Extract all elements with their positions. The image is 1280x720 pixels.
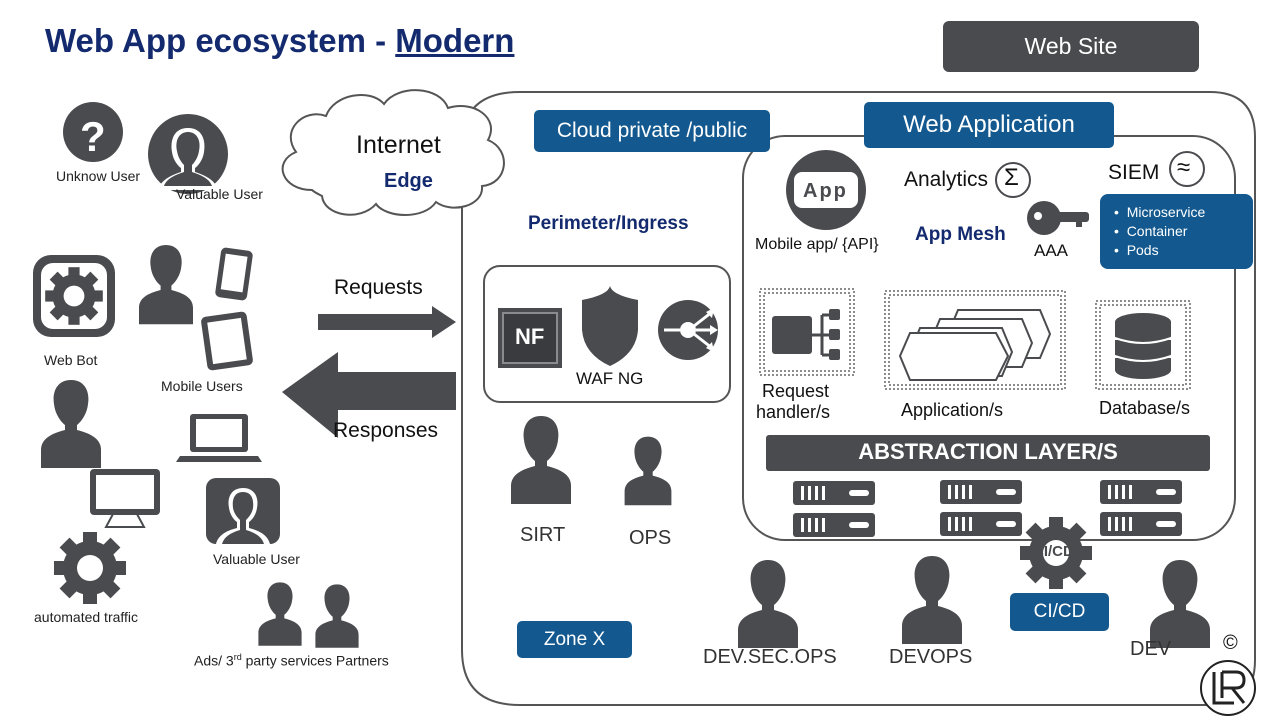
valuable-user-top-icon [148, 114, 228, 194]
monitor-icon [90, 469, 160, 528]
valuable-user-bottom-icon [206, 478, 280, 544]
valuable-user-top-label: Valuable User [176, 186, 263, 202]
copyright-symbol: © [1223, 632, 1238, 654]
server-icon [940, 480, 1022, 504]
app-icon-label: App [803, 180, 848, 202]
zone-x-label: Zone X [517, 621, 632, 658]
sirt-label: SIRT [520, 524, 566, 546]
internet-cloud [281, 89, 505, 216]
tablet-icon [201, 311, 253, 371]
internet-label: Internet [356, 131, 441, 159]
devsecops-label: DEV.SEC.OPS [703, 646, 837, 668]
user-person-icon [41, 380, 101, 468]
router-icon [658, 300, 718, 360]
cloud-private-public-label: Cloud private /public [534, 110, 770, 152]
responses-arrow [282, 352, 456, 438]
ads-superscript: rd [233, 652, 242, 662]
question-mark-glyph: ? [80, 113, 106, 160]
feature-item: • Pods [1114, 242, 1159, 258]
ads-text: Ads/ 3 [194, 652, 234, 669]
feature-pods: Pods [1126, 242, 1159, 258]
databases-label: Database/s [1099, 398, 1191, 418]
applications-label: Application/s [901, 400, 1004, 420]
aaa-label: AAA [1034, 241, 1069, 260]
devops-label: DEVOPS [889, 646, 973, 668]
approx-icon [1169, 151, 1205, 187]
server-icon [793, 481, 875, 505]
feature-container: Container [1126, 223, 1188, 239]
abstraction-layer-label: ABSTRACTION LAYER/S [858, 439, 1118, 464]
mobile-user-person-icon [139, 245, 193, 325]
web-application-label: Web Application [864, 102, 1114, 148]
mobile-users-label: Mobile Users [161, 378, 243, 394]
key-icon [1027, 201, 1089, 235]
app-icon [786, 150, 866, 230]
web-bot-icon [33, 255, 115, 337]
server-icon [940, 512, 1022, 536]
request-handler-label-line2: handler/s [756, 402, 831, 422]
ads-partners-label: Ads/ 3rd party services Partners [194, 652, 389, 669]
partner-person-icon-1 [258, 582, 302, 646]
automated-traffic-label: automated traffic [34, 609, 139, 625]
siem-label: SIEM [1108, 161, 1160, 184]
request-handler-icon [772, 309, 840, 360]
unknown-user-label: Unknow User [56, 168, 141, 184]
feature-item: • Microservice [1114, 204, 1206, 220]
sigma-glyph: Σ [1004, 164, 1019, 191]
sirt-person-icon [511, 416, 571, 504]
page-title: Web App ecosystem - Modern [45, 22, 514, 60]
unknown-user-icon [63, 102, 123, 162]
laptop-icon [176, 414, 262, 462]
mobile-api-label: Mobile app/ {API} [755, 236, 879, 253]
server-icon [1100, 512, 1182, 536]
feature-item: • Container [1114, 223, 1188, 239]
requests-arrow [318, 306, 456, 338]
nf-label: NF [515, 324, 545, 349]
page-title-main: Web App ecosystem - [45, 22, 396, 59]
sigma-icon [995, 162, 1031, 198]
analytics-label: Analytics [904, 168, 989, 191]
edge-label: Edge [384, 170, 433, 192]
perimeter-label: Perimeter/Ingress [528, 213, 689, 234]
abstraction-layer-bar [766, 435, 1210, 471]
automated-gear-icon [54, 532, 126, 604]
request-handler-label-line1: Request [762, 381, 830, 401]
responses-label: Responses [333, 419, 439, 442]
dev-label: DEV [1130, 638, 1172, 660]
server-icon [793, 513, 875, 537]
website-button[interactable]: Web Site [943, 21, 1199, 72]
app-mesh-label: App Mesh [915, 224, 1006, 245]
cicd-box-label: CI/CD [1010, 593, 1109, 631]
server-icon [1100, 480, 1182, 504]
ads-text-rest: party services Partners [241, 652, 389, 669]
ops-label: OPS [629, 527, 672, 549]
phone-icon [215, 247, 253, 301]
valuable-user-bottom-label: Valuable User [213, 551, 300, 567]
devops-person-icon [902, 556, 962, 644]
applications-icon [898, 309, 1052, 381]
devsecops-person-icon [738, 560, 798, 648]
ops-person-icon [624, 436, 672, 506]
database-icon [1115, 313, 1171, 379]
web-bot-label: Web Bot [44, 352, 98, 368]
dev-person-icon [1150, 560, 1210, 648]
approx-glyph: ≈ [1177, 154, 1191, 181]
features-box: • Microservice • Container • Pods [1100, 194, 1253, 269]
waf-shield-icon [582, 286, 638, 366]
waf-caption: WAF NG [576, 369, 644, 388]
partner-person-icon-2 [315, 584, 359, 648]
feature-microservice: Microservice [1126, 204, 1206, 220]
requests-label: Requests [334, 276, 423, 299]
page-title-emphasis: Modern [395, 22, 515, 59]
website-button-label: Web Site [1024, 33, 1118, 59]
cicd-gear-label: CI/CD [1033, 543, 1074, 560]
